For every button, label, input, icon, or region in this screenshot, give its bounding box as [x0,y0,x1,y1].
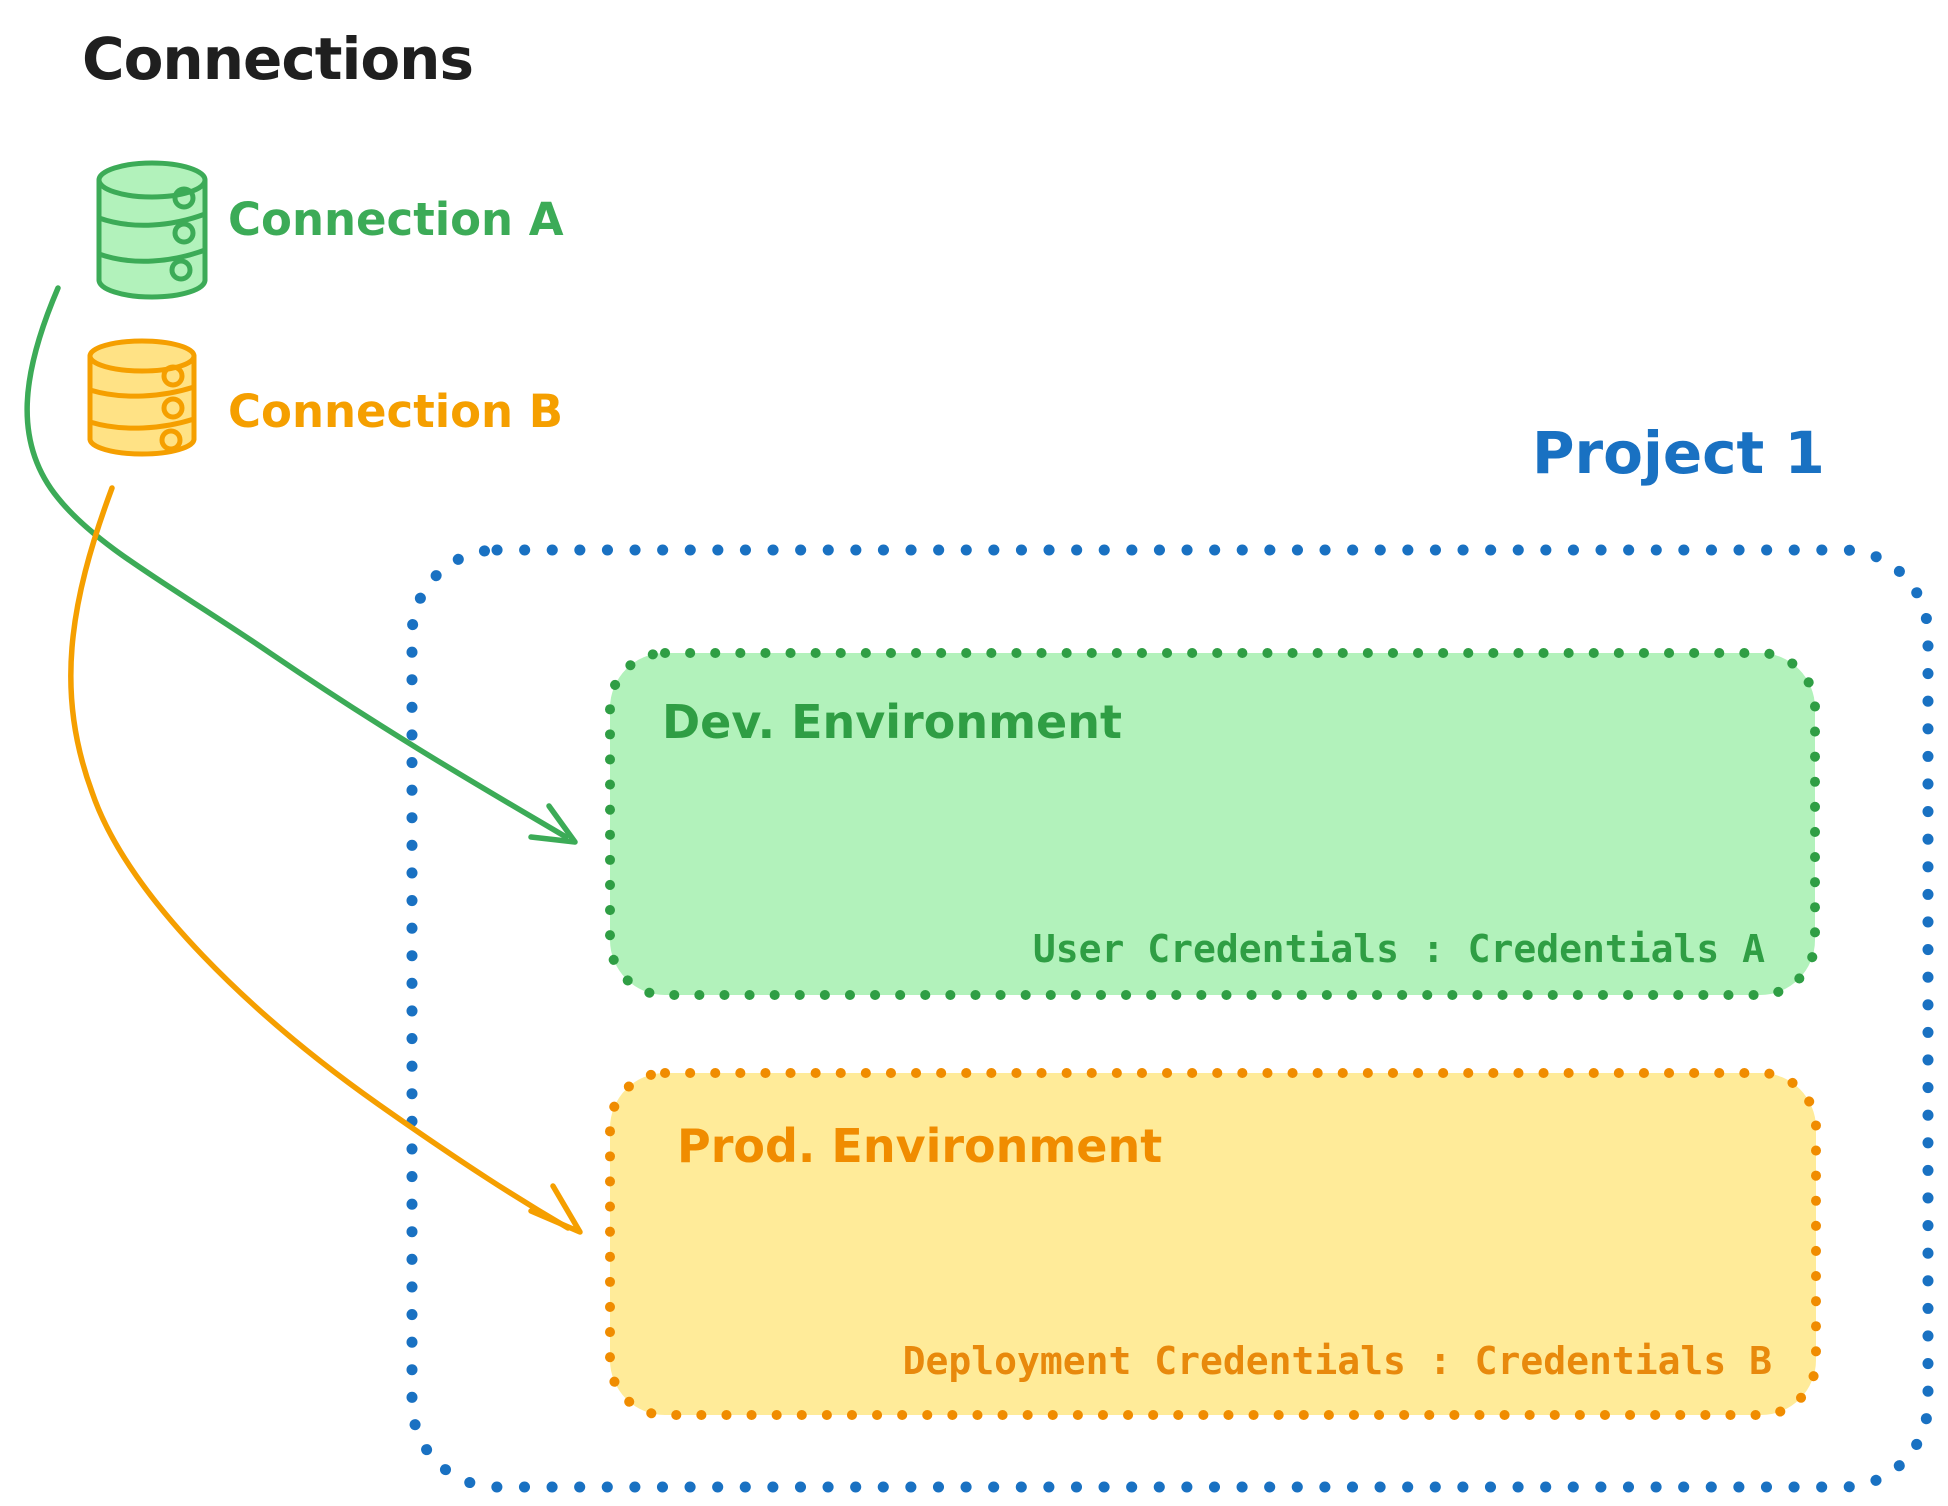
prod-environment-title: Prod. Environment [677,1119,1163,1173]
connection-b-arrowhead [528,1183,583,1235]
connection-a-database-icon [96,160,208,300]
connection-b-arrow [68,485,583,1235]
connection-a-arrow [24,285,578,845]
connection-a-label: Connection A [228,193,564,246]
prod-environment-box [605,1068,1821,1420]
dev-environment-credentials: User Credentials : Credentials A [1032,927,1765,971]
dev-environment-title: Dev. Environment [662,695,1122,749]
prod-environment-credentials: Deployment Credentials : Credentials B [902,1339,1772,1383]
connection-a-arrowhead [528,803,578,845]
connection-b-label: Connection B [228,385,564,438]
dev-environment-box [605,648,1820,1000]
connection-b-database-icon [87,338,197,457]
project-title: Project 1 [1532,419,1825,487]
connections-title: Connections [82,25,474,93]
